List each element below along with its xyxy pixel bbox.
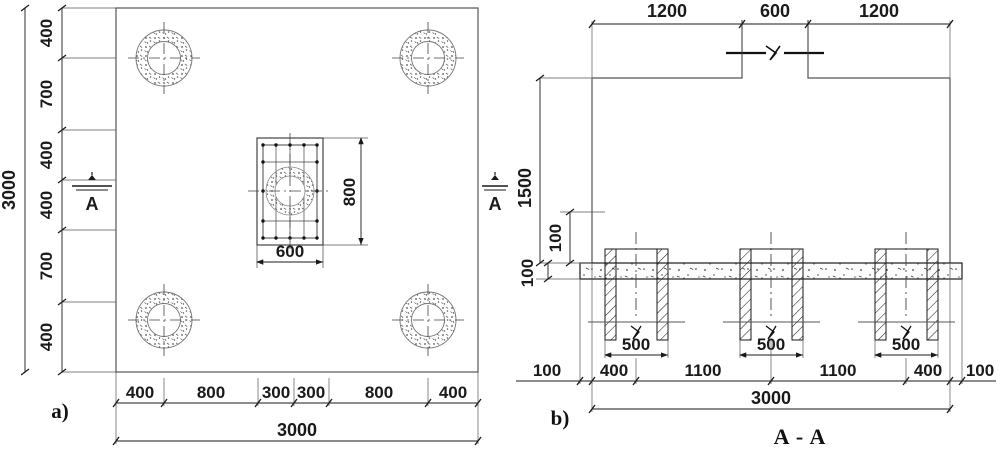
pile-plan-top-left — [128, 22, 200, 94]
section-view-group: 1200 600 1200 1500 100 — [515, 1, 996, 449]
section-overall-width-value: 3000 — [751, 388, 791, 408]
plan-bottom-dim-6: 400 — [439, 383, 467, 402]
section-top-dim-2: 600 — [760, 1, 790, 21]
plan-left-dimension-chain: 400 700 400 400 700 400 — [37, 4, 116, 376]
plan-view-group: 800 600 400 700 4 — [0, 4, 508, 446]
section-left-main-dimension: 1500 — [515, 74, 592, 267]
pedestal-height-value: 800 — [340, 178, 359, 206]
figure-label-plan: a) — [51, 399, 69, 423]
section-marker-left-label: A — [86, 194, 99, 214]
pile-inner-dim-3: 500 — [892, 335, 920, 354]
plan-bottom-dimension-chain: 400 800 300 300 800 400 — [112, 372, 482, 408]
section-main-height-value: 1500 — [515, 168, 535, 208]
section-title: A - A — [774, 424, 827, 449]
pile-section-left — [588, 232, 685, 341]
break-line-symbol — [726, 45, 824, 61]
plan-bottom-dim-2: 800 — [197, 383, 225, 402]
pile-plan-top-right — [392, 22, 464, 94]
section-bottom-dim-1: 100 — [533, 361, 561, 380]
plan-overall-height-dimension: 3000 — [0, 4, 30, 376]
plan-bottom-dim-1: 400 — [126, 383, 154, 402]
pedestal-height-dimension: 800 — [323, 137, 368, 246]
plan-left-dim-6: 400 — [37, 323, 56, 351]
section-upper-100-dimension: 100 — [546, 208, 605, 267]
section-bottom-dim-2: 400 — [600, 361, 628, 380]
section-upper-100-value: 100 — [546, 224, 565, 252]
pile-inner-dim-1: 500 — [622, 335, 650, 354]
pile-plan-bottom-right — [392, 284, 464, 356]
pile-width-dim-left: 500 — [604, 335, 669, 358]
pile-width-dim-right: 500 — [874, 335, 939, 358]
pile-section-right — [858, 232, 955, 341]
section-slab-thickness-dimension: 100 — [518, 259, 580, 287]
section-top-dim-3: 1200 — [859, 1, 899, 21]
section-top-dim-1: 1200 — [647, 1, 687, 21]
section-bottom-dim-3: 1100 — [685, 361, 722, 380]
plan-left-dim-2: 700 — [37, 80, 56, 108]
pedestal-width-value: 600 — [276, 242, 304, 261]
pile-cap-slab-outline — [115, 7, 479, 373]
plan-left-dim-4: 400 — [37, 191, 56, 219]
plan-overall-width-value: 3000 — [277, 420, 317, 440]
section-bottom-dim-6: 100 — [966, 361, 994, 380]
plan-bottom-dim-4: 300 — [297, 383, 325, 402]
section-overall-width-dimension: 3000 — [588, 381, 954, 414]
section-top-dimension-chain: 1200 600 1200 — [588, 1, 954, 78]
pile-section-middle — [723, 232, 820, 341]
section-bottom-dim-5: 400 — [914, 361, 942, 380]
plan-bottom-dim-5: 800 — [365, 383, 393, 402]
section-marker-left: A — [72, 172, 112, 214]
plan-overall-width-dimension: 3000 — [112, 403, 482, 446]
plan-overall-height-value: 3000 — [0, 170, 19, 210]
plan-left-dim-1: 400 — [37, 19, 56, 47]
plan-bottom-dim-3: 300 — [262, 383, 290, 402]
pedestal-width-dimension: 600 — [256, 242, 324, 268]
section-marker-right: A — [482, 172, 508, 214]
section-marker-right-label: A — [489, 194, 502, 214]
plan-left-dim-3: 400 — [37, 141, 56, 169]
section-bottom-dim-4: 1100 — [820, 361, 857, 380]
section-slab-thickness-value: 100 — [518, 259, 537, 287]
plan-left-dim-5: 700 — [37, 252, 56, 280]
central-pedestal-plan — [248, 133, 332, 250]
pile-plan-bottom-left — [128, 284, 200, 356]
figure-label-section: b) — [551, 406, 570, 430]
